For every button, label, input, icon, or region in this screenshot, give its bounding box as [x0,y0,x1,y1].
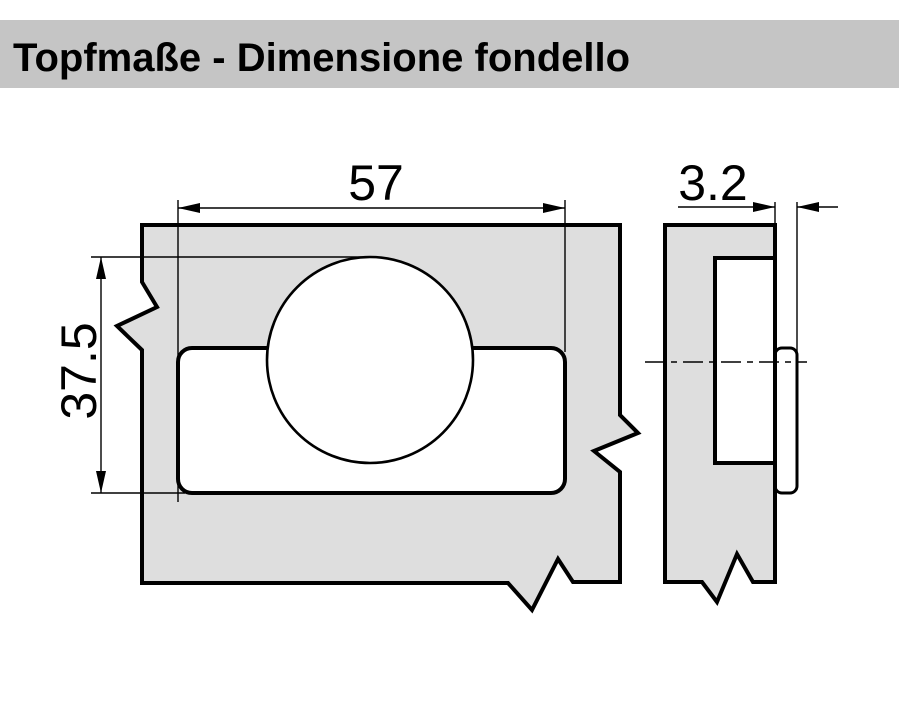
front-view [113,223,642,614]
thickness-dimension: 3.2 [678,155,838,356]
height-arrow-top-icon [96,257,106,279]
width-arrow-right-icon [543,203,565,213]
cup-flange [773,346,799,495]
header-band [0,20,899,88]
thickness-arrow-left-icon [753,202,775,212]
cup-hole-circle [265,255,475,465]
width-arrow-left-icon [178,203,200,213]
thickness-dimension-label: 3.2 [678,155,748,211]
width-dimension: 57 [177,155,566,502]
height-arrow-bottom-icon [96,471,106,493]
cup-recess-notch [713,256,777,465]
width-dimension-label: 57 [348,155,404,211]
thickness-arrow-right-icon [797,202,819,212]
height-dimension-label: 37.5 [51,322,107,419]
page-title: Topfmaße - Dimensione fondello [13,36,630,80]
side-view [645,223,807,606]
height-dimension: 37.5 [51,256,370,494]
